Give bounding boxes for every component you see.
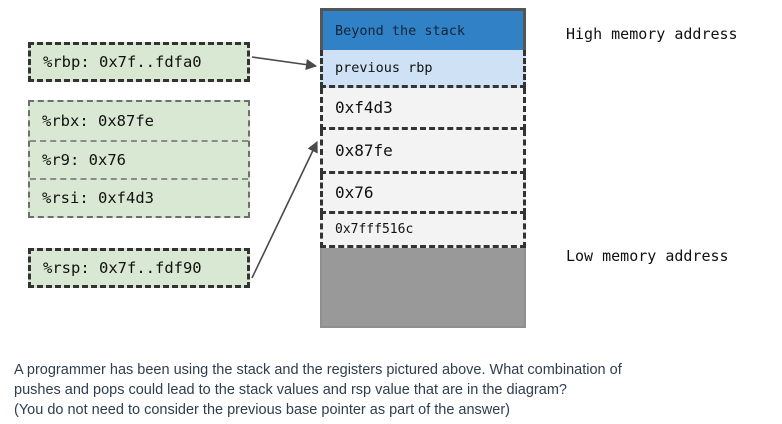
question-line-3: (You do not need to consider the previou… [14, 402, 511, 418]
stack-row-beyond-the-stack: Beyond the stack [320, 8, 526, 50]
stack-row-value-0xf4d3: 0xf4d3 [320, 88, 526, 130]
stack-row-value-0x76: 0x76 [320, 174, 526, 214]
stack-row-value-0x7fff516c: 0x7fff516c [320, 214, 526, 248]
high-memory-address-label: High memory address [566, 25, 738, 43]
question-line-1: A programmer has been using the stack an… [14, 362, 622, 378]
stack-row-unused-space [320, 248, 526, 328]
low-memory-address-label: Low memory address [566, 247, 729, 265]
r9-register-row: %r9: 0x76 [30, 140, 248, 178]
rbp-pointer-arrow [251, 56, 318, 71]
rbx-register-row: %rbx: 0x87fe [30, 102, 248, 140]
question-text: A programmer has been using the stack an… [14, 360, 770, 420]
stack-diagram: Beyond the stack previous rbp 0xf4d3 0x8… [320, 8, 526, 328]
rsp-register-box: %rsp: 0x7f..fdf90 [28, 248, 250, 288]
stack-row-previous-rbp: previous rbp [320, 50, 526, 88]
rbp-register-box: %rbp: 0x7f..fdfa0 [28, 42, 250, 82]
rsp-pointer-arrow [251, 140, 318, 279]
stack-row-value-0x87fe: 0x87fe [320, 130, 526, 174]
rsi-register-row: %rsi: 0xf4d3 [30, 178, 248, 216]
question-line-2: pushes and pops could lead to the stack … [14, 382, 567, 398]
register-group-box: %rbx: 0x87fe %r9: 0x76 %rsi: 0xf4d3 [28, 100, 250, 218]
